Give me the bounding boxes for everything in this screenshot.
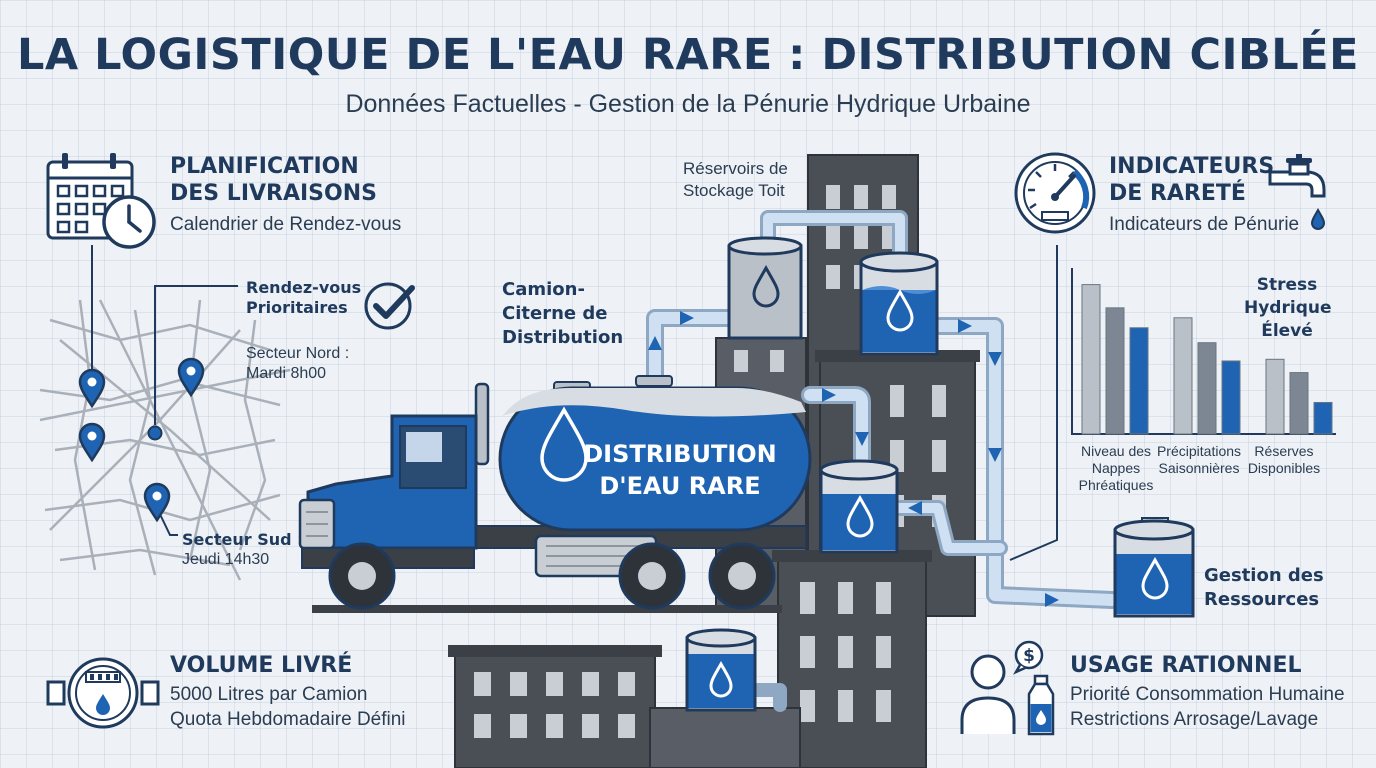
planning-subtitle: Calendrier de Rendez-vous <box>170 214 402 235</box>
chart-bar <box>1129 327 1149 435</box>
usage-line-1: Priorité Consommation Humaine <box>1070 684 1345 705</box>
map-pin-icon <box>78 422 106 463</box>
water-truck <box>298 375 812 610</box>
resource-tank <box>1113 517 1195 618</box>
category-label-groundwater: Niveau des Nappes Phréatiques <box>1078 443 1154 493</box>
stress-label: Stress Hydrique Élevé <box>1244 275 1332 341</box>
faucet-icon <box>1268 154 1326 230</box>
gauge-icon <box>1014 152 1096 234</box>
chart-axes <box>1071 268 1336 435</box>
rooftop-tank-mid <box>819 459 899 554</box>
svg-text:$: $ <box>1023 646 1035 666</box>
water-bottle-icon <box>1027 674 1055 736</box>
map-pin-icon <box>177 357 205 398</box>
category-label-precipitation: Précipitations Saisonnières <box>1156 443 1242 476</box>
city-map <box>39 299 291 581</box>
checkmark-icon <box>364 282 415 330</box>
usage-title: USAGE RATIONNEL <box>1070 653 1302 678</box>
volume-line-2: Quota Hebdomadaire Défini <box>170 709 406 730</box>
rooftop-tank-low <box>685 628 757 712</box>
north-sector-label: Secteur Nord : Mardi 8h00 <box>246 345 350 382</box>
chart-bar <box>1265 358 1285 435</box>
scarcity-bar-chart <box>1071 268 1336 435</box>
person-icon <box>960 654 1016 734</box>
chart-bar <box>1313 401 1333 435</box>
rooftop-tank-grey <box>727 236 803 340</box>
chart-bar <box>1081 284 1101 435</box>
chart-bar <box>1221 360 1241 435</box>
chart-bar <box>1197 342 1217 435</box>
map-point-icon <box>147 425 163 441</box>
calendar-clock-icon <box>46 153 156 249</box>
indicators-subtitle: Indicateurs de Pénurie <box>1109 214 1300 235</box>
volume-title: VOLUME LIVRÉ <box>170 653 353 678</box>
planning-title: PLANIFICATION DES LIVRAISONS <box>170 154 377 206</box>
page-title: LA LOGISTIQUE DE L'EAU RARE : DISTRIBUTI… <box>17 30 1359 80</box>
resources-label: Gestion des Ressources <box>1204 565 1324 610</box>
category-label-reserves: Réserves Disponibles <box>1247 443 1321 476</box>
map-pin-icon <box>78 368 106 409</box>
reservoirs-label: Réservoirs de Stockage Toit <box>683 159 788 200</box>
usage-line-2: Restrictions Arrosage/Lavage <box>1070 709 1319 730</box>
volume-line-1: 5000 Litres par Camion <box>170 684 368 705</box>
money-bubble-icon: $ <box>1013 640 1044 675</box>
page-subtitle: Données Factuelles - Gestion de la Pénur… <box>345 90 1031 118</box>
priority-appointments-label: Rendez-vous Prioritaires <box>246 278 362 317</box>
tank-text: DISTRIBUTION D'EAU RARE <box>583 440 777 500</box>
map-pin-icon <box>143 482 171 523</box>
water-meter-icon <box>46 657 160 729</box>
south-sector-title: Secteur Sud : <box>182 530 304 549</box>
indicators-title: INDICATEURS DE RARETÉ <box>1109 154 1275 206</box>
rooftop-tank-blue <box>859 251 939 356</box>
truck-label: Camion- Citerne de Distribution <box>502 279 624 348</box>
chart-bar <box>1105 307 1125 435</box>
chart-bar <box>1173 317 1193 435</box>
chart-bar <box>1289 372 1309 435</box>
south-sector-time: Jeudi 14h30 <box>182 551 270 568</box>
